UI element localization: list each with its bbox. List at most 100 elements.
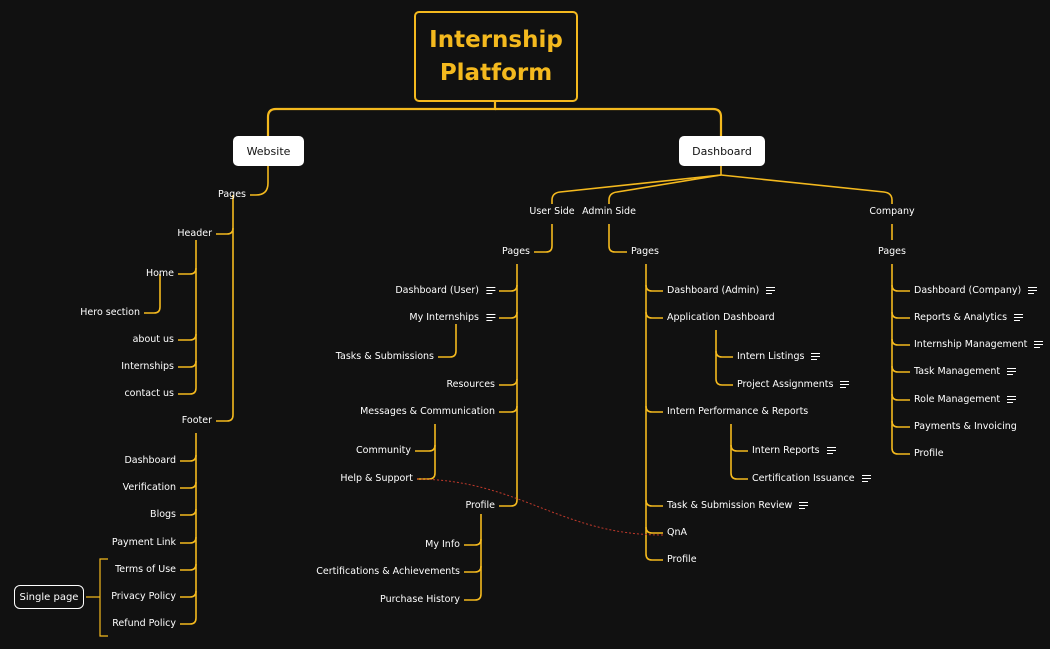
dashboard-to-user-line xyxy=(551,174,722,204)
user-item-my-info[interactable]: My Info xyxy=(425,539,460,550)
admin-item-line-0 xyxy=(645,284,663,292)
user-item-my-internships[interactable]: My Internships xyxy=(409,312,495,324)
admin-pages[interactable]: Pages xyxy=(631,246,659,257)
user-item-help-support[interactable]: Help & Support xyxy=(340,473,413,484)
user-item-dashboard[interactable]: Dashboard (User) xyxy=(395,285,495,297)
company-item-line-0 xyxy=(891,284,910,292)
admin-pages-trunk-line xyxy=(645,264,663,561)
messages-to-community-line xyxy=(415,444,436,452)
root-to-dashboard-line xyxy=(495,107,723,136)
company-topic[interactable]: Company xyxy=(869,206,915,217)
notes-icon xyxy=(1028,287,1038,294)
website-topic[interactable]: Website xyxy=(233,136,304,166)
company-item-profile[interactable]: Profile xyxy=(914,448,944,459)
help-to-qna-relationship xyxy=(416,478,664,536)
company-pages-trunk-line xyxy=(891,264,910,455)
admin-item-certification-issuance[interactable]: Certification Issuance xyxy=(752,473,871,485)
company-item-payments[interactable]: Payments & Invoicing xyxy=(914,421,1017,432)
header-item-internships[interactable]: Internships xyxy=(121,361,174,372)
notes-icon xyxy=(766,287,776,294)
root-title-line-1: Internship xyxy=(429,26,563,53)
root-topic[interactable]: Internship Platform xyxy=(414,11,578,102)
footer-item-line-3 xyxy=(180,536,197,544)
footer-item-blogs[interactable]: Blogs xyxy=(150,509,176,520)
admin-item-intern-performance[interactable]: Intern Performance & Reports xyxy=(667,406,809,417)
root-title-line-2: Platform xyxy=(439,59,553,86)
footer-item-refund-policy[interactable]: Refund Policy xyxy=(112,618,176,629)
notes-icon xyxy=(826,447,836,454)
header-trunk-line xyxy=(178,240,197,395)
user-item-line-0 xyxy=(499,284,518,292)
company-item-line-4 xyxy=(891,393,910,401)
user-pages[interactable]: Pages xyxy=(502,246,530,257)
company-item-task-management[interactable]: Task Management xyxy=(914,366,1017,378)
internships-to-tasks-line xyxy=(438,324,457,358)
website-to-pages-line xyxy=(250,166,269,196)
admin-item-qna[interactable]: QnA xyxy=(667,527,687,538)
footer-topic[interactable]: Footer xyxy=(181,415,212,426)
dashboard-topic[interactable]: Dashboard xyxy=(679,136,765,166)
header-topic[interactable]: Header xyxy=(177,228,212,239)
company-item-reports[interactable]: Reports & Analytics xyxy=(914,312,1024,324)
company-item-role-management[interactable]: Role Management xyxy=(914,394,1017,406)
user-item-purchase-history[interactable]: Purchase History xyxy=(380,594,460,605)
company-item-line-3 xyxy=(891,365,910,373)
user-item-line-1 xyxy=(499,311,518,319)
header-to-home-line xyxy=(178,267,197,275)
company-item-line-2 xyxy=(891,338,910,346)
notes-icon xyxy=(486,314,495,321)
header-item-about-us[interactable]: about us xyxy=(132,334,174,345)
admin-item-dashboard[interactable]: Dashboard (Admin) xyxy=(667,285,776,297)
notes-icon xyxy=(861,475,871,482)
admin-item-line-3 xyxy=(645,499,663,507)
dashboard-to-admin-line xyxy=(608,174,722,204)
company-item-internship-management[interactable]: Internship Management xyxy=(914,339,1044,351)
home-to-hero-line xyxy=(144,274,161,314)
footer-item-verification[interactable]: Verification xyxy=(122,482,176,493)
admin-item-line-2 xyxy=(645,405,663,413)
admin-item-task-review[interactable]: Task & Submission Review xyxy=(667,500,809,512)
profile-to-info-line xyxy=(464,538,482,546)
admin-side-topic[interactable]: Admin Side xyxy=(582,206,636,217)
header-to-internships-line xyxy=(178,360,197,368)
admin-item-project-assignments[interactable]: Project Assignments xyxy=(737,379,850,391)
user-side-topic[interactable]: User Side xyxy=(529,206,575,217)
performance-trunk-line xyxy=(730,424,748,480)
admin-to-pages-line xyxy=(608,224,627,253)
user-item-profile[interactable]: Profile xyxy=(465,500,495,511)
root-to-website-line xyxy=(266,102,497,136)
user-item-community[interactable]: Community xyxy=(356,445,411,456)
appdash-trunk-line xyxy=(715,330,733,386)
admin-item-intern-reports[interactable]: Intern Reports xyxy=(752,445,836,457)
admin-item-line-1 xyxy=(645,311,663,319)
website-pages[interactable]: Pages xyxy=(218,189,246,200)
user-to-pages-line xyxy=(534,224,553,253)
footer-item-line-0 xyxy=(180,454,197,462)
header-item-hero-section[interactable]: Hero section xyxy=(80,307,140,318)
user-item-line-2 xyxy=(499,378,518,386)
user-item-tasks-submissions[interactable]: Tasks & Submissions xyxy=(335,351,434,362)
company-pages[interactable]: Pages xyxy=(878,246,906,257)
user-item-resources[interactable]: Resources xyxy=(446,379,495,390)
header-item-home[interactable]: Home xyxy=(145,268,174,279)
footer-item-privacy-policy[interactable]: Privacy Policy xyxy=(111,591,176,602)
notes-icon xyxy=(486,287,495,294)
footer-trunk-line xyxy=(180,433,197,625)
user-item-line-3 xyxy=(499,405,518,413)
user-item-certifications[interactable]: Certifications & Achievements xyxy=(316,566,460,577)
header-to-about-line xyxy=(178,333,197,341)
admin-item-application-dashboard[interactable]: Application Dashboard xyxy=(667,312,775,323)
footer-item-dashboard[interactable]: Dashboard xyxy=(124,455,176,466)
appdash-to-listings-line xyxy=(715,350,733,358)
admin-item-profile[interactable]: Profile xyxy=(667,554,697,565)
company-item-line-1 xyxy=(891,311,910,319)
profile-to-certs-line xyxy=(464,565,482,573)
admin-item-intern-listings[interactable]: Intern Listings xyxy=(737,351,821,363)
header-item-contact-us[interactable]: contact us xyxy=(124,388,174,399)
user-item-messages[interactable]: Messages & Communication xyxy=(360,406,495,417)
pages-trunk-line xyxy=(216,195,234,422)
footer-item-payment-link[interactable]: Payment Link xyxy=(111,537,176,548)
single-page-summary[interactable]: Single page xyxy=(14,585,84,609)
company-item-dashboard[interactable]: Dashboard (Company) xyxy=(914,285,1038,297)
footer-item-terms-of-use[interactable]: Terms of Use xyxy=(115,564,176,575)
